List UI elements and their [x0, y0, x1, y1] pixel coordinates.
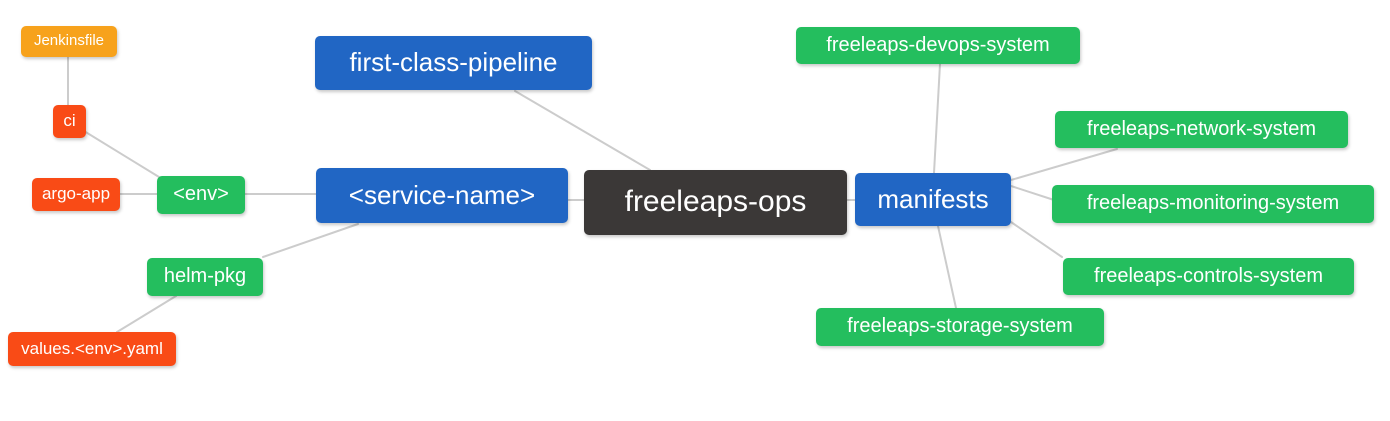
mindmap-node-devops-system[interactable]: freeleaps-devops-system: [796, 27, 1080, 64]
edge-service-name-to-helm-pkg: [262, 223, 359, 258]
edge-first-class-pipeline-to-freeleaps-ops: [514, 90, 651, 171]
mindmap-node-controls-system[interactable]: freeleaps-controls-system: [1063, 258, 1354, 295]
edge-manifests-to-monitoring-system: [1010, 185, 1055, 201]
edge-helm-pkg-to-values-env-yaml: [116, 295, 177, 333]
edge-manifests-to-controls-system: [1010, 221, 1063, 258]
mindmap-node-freeleaps-ops[interactable]: freeleaps-ops: [584, 170, 847, 235]
mindmap-node-ci[interactable]: ci: [53, 105, 86, 138]
edge-manifests-to-network-system: [1010, 148, 1118, 181]
mindmap-node-first-class-pipeline[interactable]: first-class-pipeline: [315, 36, 592, 90]
edge-ci-to-env: [83, 130, 160, 178]
mindmap-node-values-env-yaml[interactable]: values.<env>.yaml: [8, 332, 176, 366]
mindmap-node-network-system[interactable]: freeleaps-network-system: [1055, 111, 1348, 148]
mindmap-node-manifests[interactable]: manifests: [855, 173, 1011, 226]
mindmap-node-service-name[interactable]: <service-name>: [316, 168, 568, 223]
mindmap-node-helm-pkg[interactable]: helm-pkg: [147, 258, 263, 296]
edge-manifests-to-storage-system: [937, 225, 957, 309]
mindmap-node-monitoring-system[interactable]: freeleaps-monitoring-system: [1052, 185, 1374, 223]
mindmap-node-argo-app[interactable]: argo-app: [32, 178, 120, 211]
edge-manifests-to-devops-system: [933, 63, 941, 174]
mindmap-node-storage-system[interactable]: freeleaps-storage-system: [816, 308, 1104, 346]
mindmap-node-jenkinsfile[interactable]: Jenkinsfile: [21, 26, 117, 57]
mindmap-node-env[interactable]: <env>: [157, 176, 245, 214]
